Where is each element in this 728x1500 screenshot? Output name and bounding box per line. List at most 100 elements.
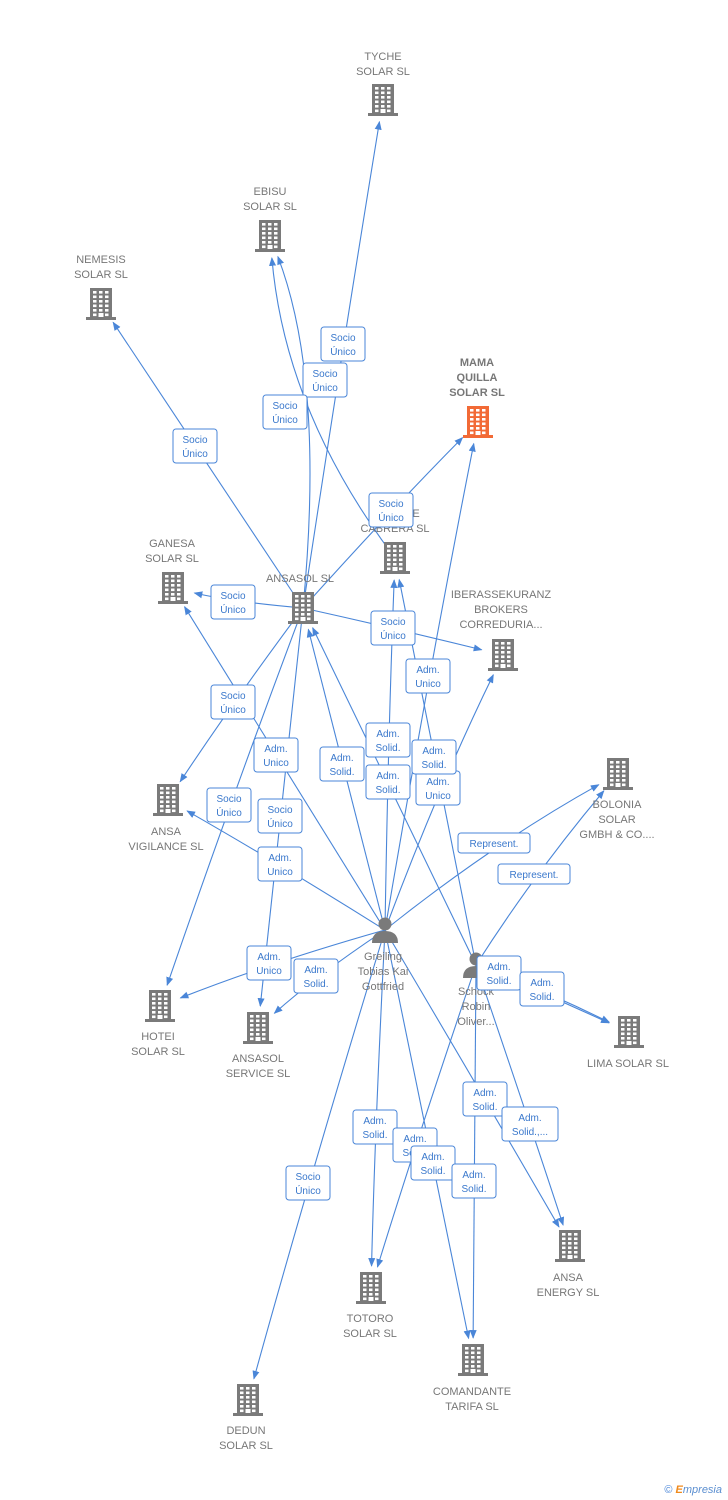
edge-label[interactable]: Adm.Solid.: [365, 722, 411, 758]
edge-label-text: Adm.: [422, 746, 445, 757]
edge-label-text: Adm.: [421, 1152, 444, 1163]
edge-label[interactable]: Adm.Solid.,...: [501, 1106, 559, 1142]
edge-label[interactable]: Adm.Unico: [415, 770, 461, 806]
node-label: IBERASSEKURANZ: [451, 589, 552, 601]
edge-label-text: Socio: [182, 435, 207, 446]
edge-label[interactable]: Adm.Solid.: [319, 746, 365, 782]
edge-label[interactable]: Adm.Solid.: [293, 958, 339, 994]
edge-label-text: Socio: [220, 591, 245, 602]
edge-label-text: Socio: [295, 1172, 320, 1183]
edge-ansasol-nemesis: [112, 321, 304, 609]
edge-greiling-dedun: [252, 929, 386, 1380]
edge-label[interactable]: Adm.Unico: [253, 737, 299, 773]
building-icon: [380, 542, 410, 574]
node-label: ANSASOL: [232, 1053, 284, 1065]
edge-label-text: Solid.: [375, 785, 400, 796]
edge-label-box: [405, 658, 451, 694]
edge-label-box: [253, 737, 299, 773]
edge-label[interactable]: Represent.: [497, 863, 571, 885]
building-icon: [145, 990, 175, 1022]
edge-label-box: [457, 832, 531, 854]
edge-label-text: Único: [182, 447, 208, 460]
node-iberas[interactable]: IBERASSEKURANZBROKERSCORREDURIA...: [451, 589, 552, 671]
edge-label[interactable]: Adm.Solid.: [451, 1163, 497, 1199]
node-label: CORREDURIA...: [459, 619, 542, 631]
edge-label[interactable]: Adm.Solid.: [352, 1109, 398, 1145]
edge-label[interactable]: Adm.Unico: [257, 846, 303, 882]
node-label: SOLAR SL: [145, 553, 199, 565]
edge-label[interactable]: Adm.Solid.: [476, 955, 522, 991]
node-label: SOLAR SL: [343, 1328, 397, 1340]
edge-label-box: [257, 798, 303, 834]
edge-label-text: Socio: [312, 369, 337, 380]
edge-label[interactable]: Adm.Solid.: [519, 971, 565, 1007]
edge-label[interactable]: Adm.Solid.: [462, 1081, 508, 1117]
node-label: ANSA: [553, 1272, 584, 1284]
edge-label-text: Represent.: [470, 839, 519, 850]
edge-label[interactable]: Adm. Solid.: [365, 764, 411, 800]
edge-label-text: Solid.: [472, 1102, 497, 1113]
node-label: EBISU: [253, 186, 286, 198]
edge-label-box: [210, 584, 256, 620]
brand-logo[interactable]: Empresia: [675, 1484, 722, 1496]
edge-label-text: Adm.: [363, 1116, 386, 1127]
building-icon: [458, 1344, 488, 1376]
edge-label-text: Adm.: [376, 771, 399, 782]
building-icon: [463, 406, 493, 438]
building-icon: [255, 220, 285, 252]
edge-label-text: Único: [378, 511, 404, 524]
node-label: VIGILANCE SL: [128, 841, 203, 853]
node-ansasol[interactable]: ANSASOL SL: [266, 573, 334, 624]
edge-label[interactable]: Adm.Unico: [405, 658, 451, 694]
edge-label[interactable]: Adm.Solid.: [410, 1145, 456, 1181]
edge-label-text: Único: [220, 603, 246, 616]
edge-label-text: Adm.: [518, 1113, 541, 1124]
edge-label-box: [365, 764, 411, 800]
node-label: SERVICE SL: [226, 1068, 291, 1080]
edge-label-box: [262, 394, 308, 430]
edge-label[interactable]: Adm.Unico: [246, 945, 292, 981]
person-icon: [372, 917, 398, 943]
node-label: GMBH & CO....: [579, 829, 654, 841]
edge-label-box: [293, 958, 339, 994]
building-icon: [555, 1230, 585, 1262]
node-service[interactable]: ANSASOL SERVICE SL: [226, 1012, 291, 1080]
edge-label[interactable]: Adm.Solid.: [411, 739, 457, 775]
edge-label[interactable]: Represent.: [457, 832, 531, 854]
node-label: Robin: [462, 1001, 491, 1013]
node-label: LIMA SOLAR SL: [587, 1058, 669, 1070]
node-totoro[interactable]: TOTORO SOLAR SL: [343, 1272, 397, 1340]
node-label: MAMA: [460, 357, 494, 369]
edge-label-text: Socio: [220, 691, 245, 702]
node-label: TOTORO: [347, 1313, 394, 1325]
building-icon: [233, 1384, 263, 1416]
node-lima[interactable]: LIMA SOLAR SL: [587, 1016, 669, 1070]
edge-label-text: Unico: [425, 791, 451, 802]
edge-label-text: Único: [330, 345, 356, 358]
edge-label-text: Adm.: [487, 962, 510, 973]
